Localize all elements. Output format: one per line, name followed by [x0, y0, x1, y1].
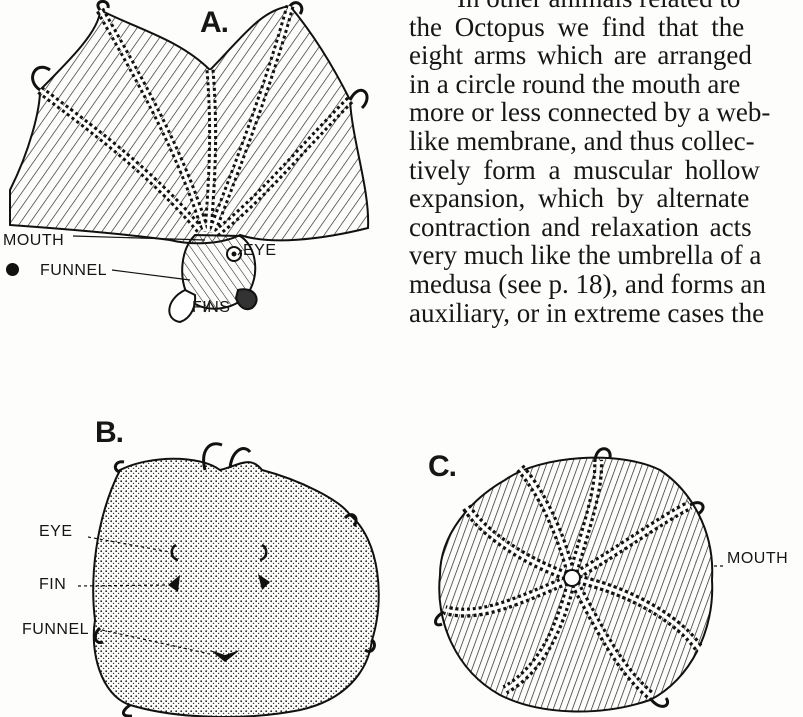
mouth-mark: [564, 570, 580, 586]
label-mouth: MOUTH: [727, 551, 788, 567]
